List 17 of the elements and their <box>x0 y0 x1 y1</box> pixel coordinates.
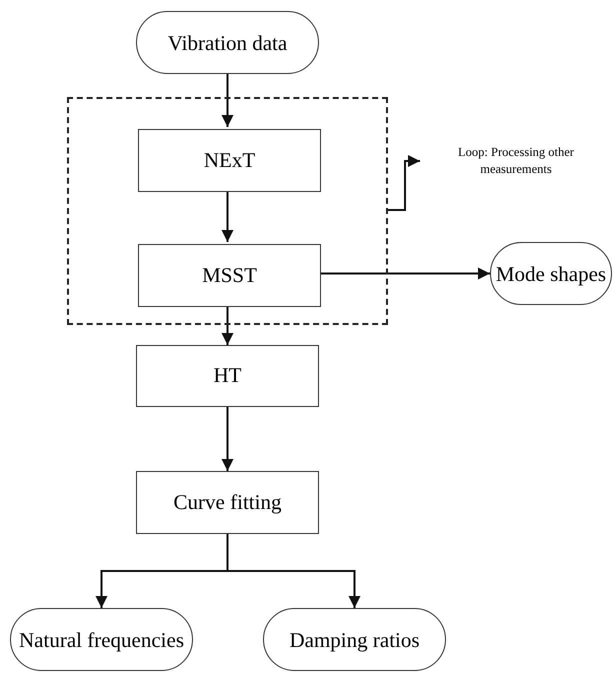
terminal-pill: Damping ratios <box>263 608 446 671</box>
process-box: Curve fitting <box>136 471 319 534</box>
arrow <box>226 534 360 608</box>
arrow <box>319 268 490 280</box>
process-box: HT <box>136 345 319 407</box>
terminal-pill: Mode shapes <box>490 242 612 305</box>
process-box: NExT <box>138 129 321 192</box>
arrow <box>222 74 234 127</box>
arrow <box>222 407 234 471</box>
arrow <box>222 305 234 345</box>
arrow <box>388 155 420 211</box>
process-box: MSST <box>138 244 321 307</box>
terminal-pill: Natural frequencies <box>10 608 193 671</box>
loop-note: Loop: Processing other measurements <box>420 138 612 184</box>
arrow <box>222 190 234 242</box>
dashed-group-box <box>67 97 388 325</box>
terminal-pill: Vibration data <box>136 11 319 74</box>
